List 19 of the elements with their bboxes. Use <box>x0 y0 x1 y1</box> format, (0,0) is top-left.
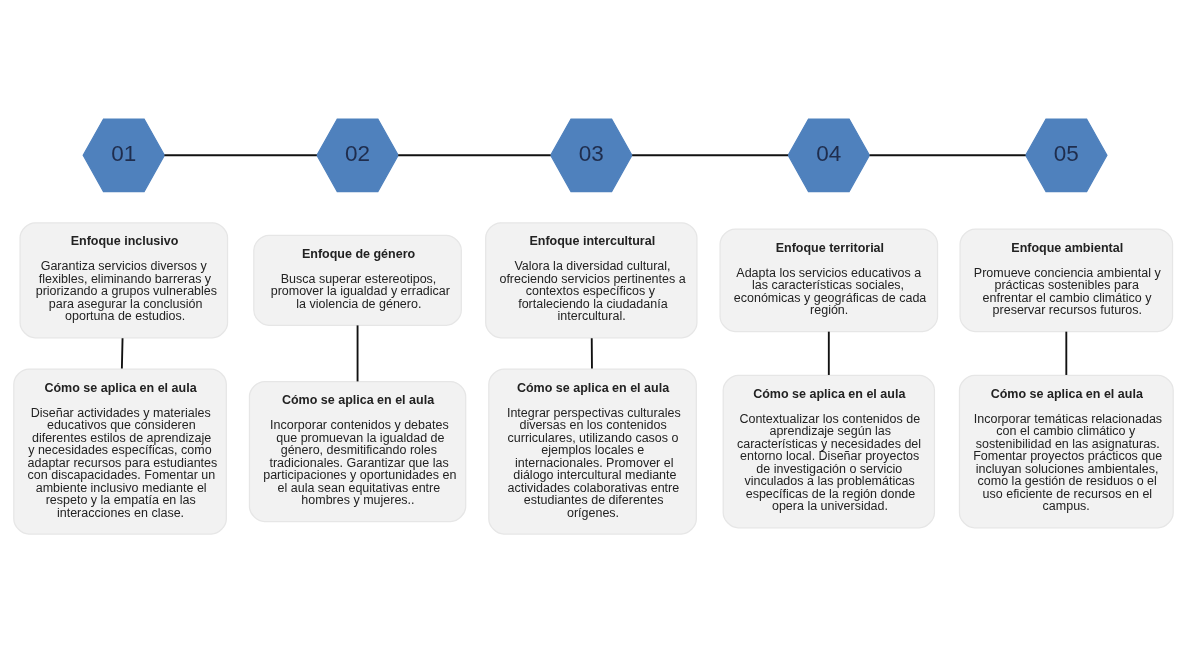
connector <box>827 330 830 376</box>
node-box: Enfoque inclusivo Garantiza servicios diversos y flexibles, eliminando barreras y priorizando a grupos vulnerables para asegurar la conclusión oportuna de estudios. <box>19 221 229 338</box>
connector <box>868 153 1027 156</box>
node-box: Cómo se aplica en el aula Incorporar temáticas relacionadas con el cambio climático y sostenibilidad en las asignaturas. Fomentar proyectos prácticos que incluyan soluciones ambientales, como la gestión de residuos o el uso eficiente de recursos en el campus. <box>958 374 1174 528</box>
node-box: Enfoque ambiental Promueve conciencia ambiental y prácticas sostenibles para enfrentar el cambio climático y preservar recursos futuros. <box>959 227 1174 332</box>
node-box: Enfoque de género Busca superar estereotipos, promover la igualdad y erradicar la violencia de género. <box>253 234 462 326</box>
node-box: Enfoque territorial Adapta los servicios educativos a las características sociales, económicas y geográficas de cada región. <box>719 227 939 332</box>
connector <box>120 336 124 369</box>
connector <box>163 153 318 156</box>
node-box: Cómo se aplica en el aula Incorporar contenidos y debates que promuevan la igualdad de género, desmitificando roles tradicionales. Garantizar que las participaciones y oportunidades en el aula sean equitativas entre hombres y mujeres.. <box>248 380 467 522</box>
connector <box>590 336 593 369</box>
connector <box>356 323 359 382</box>
connector <box>631 153 790 156</box>
connector <box>1065 330 1068 376</box>
node-box: Cómo se aplica en el aula Contextualizar los contenidos de aprendizaje según las características y necesidades del entorno local. Diseñar proyectos de investigación o servicio vinculados a las problemáticas específicas de la región donde opera la universidad. <box>722 374 936 528</box>
node-box: Enfoque intercultural Valora la diversidad cultural, ofreciendo servicios pertinentes a contextos específicos y fortaleciendo la ciudadanía intercultural. <box>485 221 698 338</box>
node-box: Cómo se aplica en el aula Integrar perspectivas culturales diversas en los contenidos curriculares, utilizando casos o ejemplos locales e internacionales. Promover el diálogo intercultural mediante actividades colaborativas entre estudiantes de diferentes orígenes. <box>488 367 697 535</box>
node-box: Cómo se aplica en el aula Diseñar actividades y materiales educativos que consideren diferentes estilos de aprendizaje y necesidades específicas, como adaptar recursos para estudiantes con discapacidades. Fomentar un ambiente inclusivo mediante el respeto y la empatía en las interacciones en clase. <box>13 367 227 535</box>
connector <box>397 153 552 156</box>
